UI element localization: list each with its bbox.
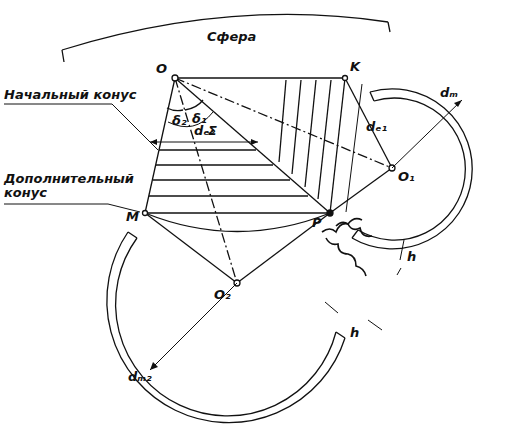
point-label: O₁	[398, 170, 415, 184]
point-label: K	[350, 60, 360, 74]
point-label: P	[312, 216, 322, 230]
dimension-label: dₘ₂	[128, 370, 152, 384]
point-label: O₂	[214, 288, 231, 302]
dimension-label: dₑ₂	[194, 124, 215, 138]
cone-label: Начальный конус	[4, 88, 136, 102]
point-label: M	[126, 210, 139, 224]
dimension-label: h	[407, 250, 416, 264]
dimension-label: dₘ	[440, 86, 458, 100]
point-label: O	[156, 62, 167, 76]
angle-label: δ₂	[172, 114, 187, 128]
dimension-label: dₑ₁	[366, 120, 387, 134]
cone-label: Дополнительный конус	[4, 172, 108, 201]
sphere-label: Сфера	[205, 30, 258, 44]
dimension-label: h	[350, 326, 359, 340]
